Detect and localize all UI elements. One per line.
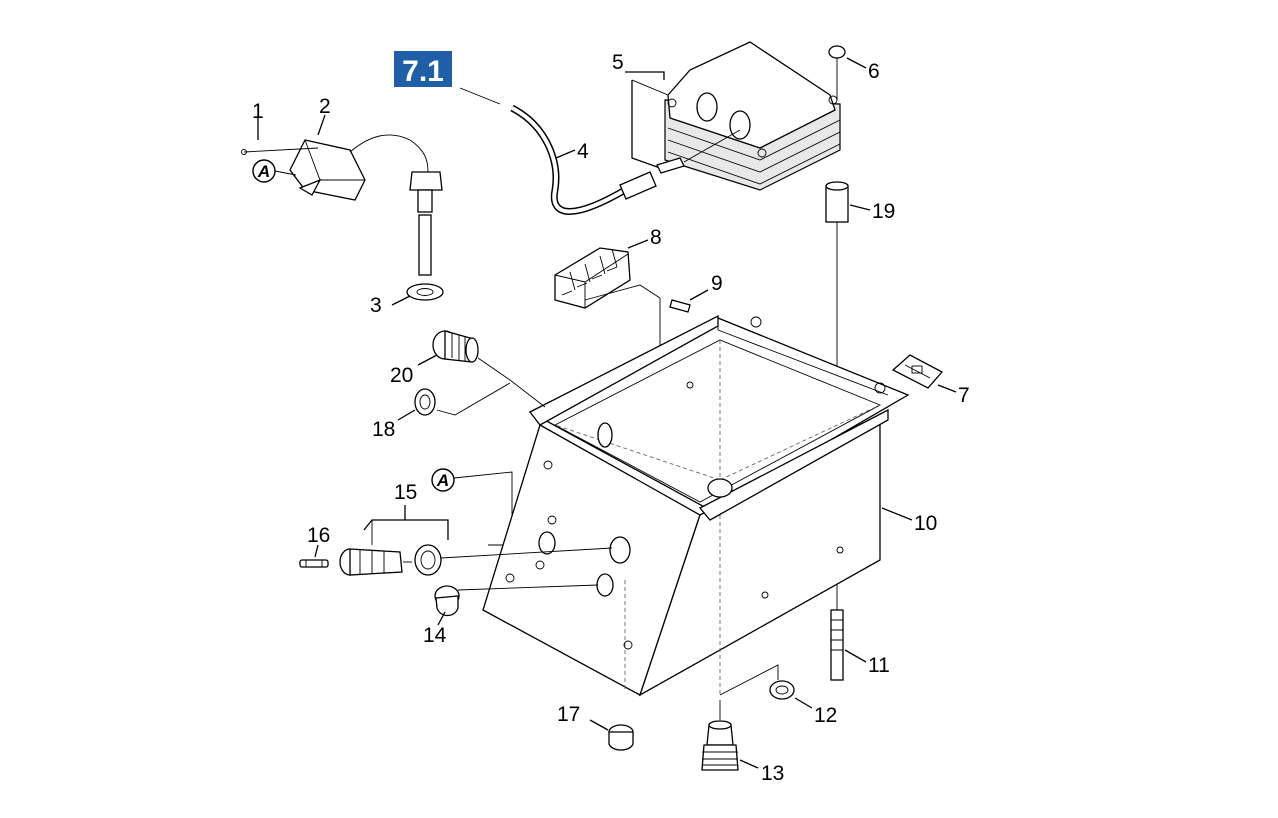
ignition-cable — [510, 104, 627, 215]
bolt-11 — [830, 609, 844, 681]
callout-16: 16 — [307, 524, 330, 547]
switch-box — [482, 314, 910, 697]
cable-gland-20 — [432, 330, 479, 363]
fuse-16 — [299, 559, 329, 568]
washer-3 — [406, 283, 444, 301]
callout-14: 14 — [423, 624, 447, 647]
callout-20: 20 — [390, 364, 413, 387]
callout-8: 8 — [650, 226, 662, 249]
callout-11: 11 — [868, 654, 890, 677]
callout-10: 10 — [914, 512, 937, 535]
sleeve-19 — [825, 181, 849, 223]
bracket-5 — [631, 80, 661, 169]
clip-7 — [891, 354, 944, 389]
callout-4: 4 — [577, 140, 589, 163]
ignition-transformer — [664, 41, 841, 191]
callout-18: 18 — [372, 418, 395, 441]
section-badge-text: 7.1 — [402, 55, 444, 88]
callout-9: 9 — [711, 272, 723, 295]
marker-a-top: A — [252, 159, 297, 183]
screw-9 — [669, 299, 691, 313]
callout-17: 17 — [557, 703, 580, 726]
washer-18 — [414, 388, 436, 416]
callout-12: 12 — [814, 704, 837, 727]
marker-a-bottom: A — [431, 468, 455, 492]
transformer-pin — [656, 157, 685, 174]
callout-5: 5 — [612, 51, 624, 74]
fuse-holder-15 — [339, 544, 442, 576]
callout-7: 7 — [958, 384, 970, 407]
section-badge-bg — [394, 51, 452, 87]
plug-17 — [608, 724, 634, 751]
callout-19: 19 — [872, 200, 895, 223]
callout-15: 15 — [394, 481, 417, 504]
nut-6 — [828, 45, 846, 59]
bracket-15 — [363, 519, 449, 540]
cable-gland-13 — [701, 720, 739, 771]
callout-1: 1 — [252, 100, 264, 123]
cable-connector — [619, 171, 657, 200]
plug-14 — [434, 585, 460, 617]
callout-2: 2 — [319, 95, 331, 118]
washer-12 — [769, 680, 795, 700]
thermostat — [289, 134, 443, 276]
svg-text:A: A — [257, 162, 270, 181]
leader-5 — [625, 71, 665, 80]
callout-3: 3 — [370, 294, 382, 317]
callout-13: 13 — [761, 762, 784, 785]
svg-text:A: A — [436, 471, 449, 490]
callout-6: 6 — [868, 60, 880, 83]
screw-1 — [243, 147, 319, 153]
terminal-block — [554, 247, 631, 309]
section-badge: 7.1 — [394, 51, 452, 88]
